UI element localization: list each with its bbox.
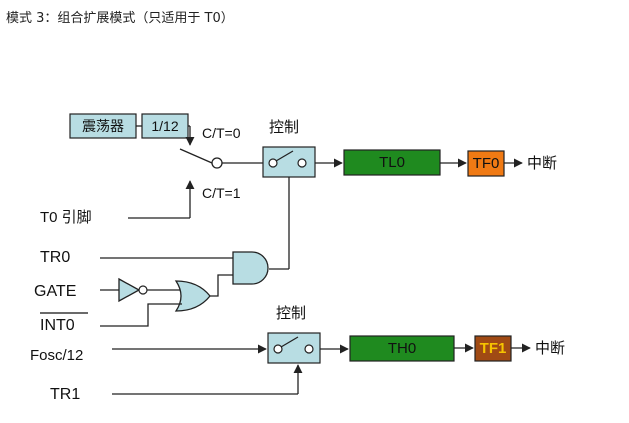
not-gate	[118, 277, 141, 303]
ct1-label: C/T=1	[202, 185, 241, 201]
control-top-blade	[275, 150, 294, 162]
oscillator-label: 震荡器	[82, 119, 124, 135]
tr1-label: TR1	[50, 386, 80, 403]
ct0-label: C/T=0	[202, 125, 241, 141]
int0-to-or-wire	[100, 303, 182, 327]
t0-pin-label: T0 引脚	[40, 209, 92, 226]
tl0-label: TL0	[379, 154, 405, 171]
selector-switch-pivot	[211, 157, 223, 169]
tf1-label: TF1	[480, 340, 507, 357]
th0-label: TH0	[388, 340, 416, 357]
or-to-and-wire	[210, 274, 233, 297]
selector-switch-blade	[179, 148, 213, 164]
control-bottom-blade	[280, 336, 299, 348]
divider-block	[141, 113, 189, 139]
tr0-label: TR0	[40, 249, 70, 266]
control-top-label: 控制	[269, 118, 299, 136]
tf0-block	[467, 150, 505, 177]
control-bottom-label: 控制	[276, 304, 306, 322]
fosc-label: Fosc/12	[30, 347, 83, 364]
tf1-block	[474, 335, 512, 362]
divider-label: 1/12	[151, 118, 178, 134]
interrupt-top-label: 中断	[527, 154, 557, 172]
interrupt-bottom-label: 中断	[535, 339, 565, 357]
int0-label: INT0	[40, 317, 75, 334]
and-gate	[232, 251, 269, 285]
th0-block	[349, 335, 455, 362]
tf0-label: TF0	[473, 155, 500, 172]
gate-label: GATE	[34, 283, 76, 300]
diagram-caption: 模式 3：组合扩展模式（只适用于 T0）	[6, 11, 234, 26]
or-gate	[174, 280, 211, 312]
